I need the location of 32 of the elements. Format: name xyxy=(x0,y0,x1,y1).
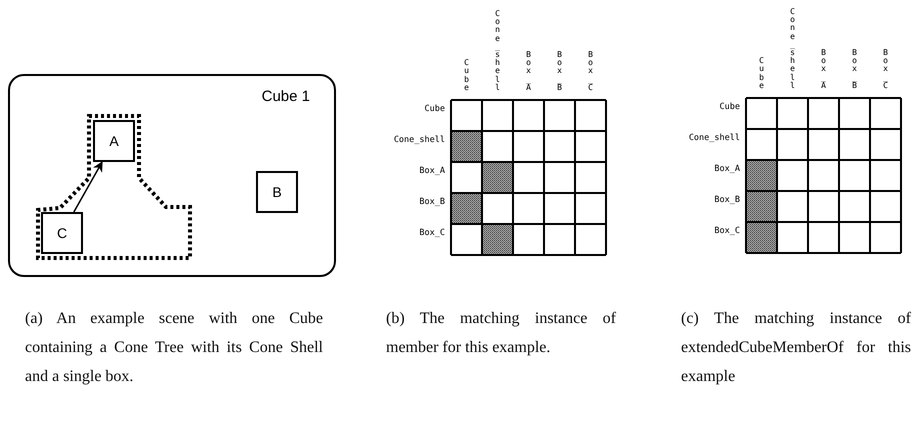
row-header: Box_B xyxy=(714,195,740,205)
column-header: Box_C xyxy=(882,48,889,90)
container-label: Cube 1 xyxy=(262,88,310,105)
box-label: C xyxy=(56,225,68,241)
box-label: A xyxy=(109,133,119,149)
box-label: B xyxy=(272,184,282,200)
column-header: Cube xyxy=(758,57,765,90)
row-header: Box_A xyxy=(714,164,740,174)
arrow xyxy=(73,161,103,212)
column-header: Cone_shell xyxy=(494,10,501,92)
box xyxy=(41,212,83,254)
row-header: Cone_shell xyxy=(688,133,740,143)
column-header: Box_B xyxy=(556,50,563,92)
row-header: Box_C xyxy=(714,226,740,236)
column-header: Box_A xyxy=(525,50,532,92)
box xyxy=(93,120,135,162)
row-header: Cube xyxy=(720,102,740,112)
row-header: Cone_shell xyxy=(394,135,445,145)
caption: (c) The matching instance of extendedCubeMemberOf for this example xyxy=(681,309,911,387)
row-header: Cube xyxy=(424,104,445,114)
column-header: Cube xyxy=(463,59,470,92)
row-header: Box_A xyxy=(419,166,445,176)
column-header: Cone_shell xyxy=(789,8,796,90)
column-header: Box_B xyxy=(851,48,858,90)
row-header: Box_C xyxy=(419,228,445,238)
cube-container xyxy=(8,74,336,277)
caption: (b) The matching instance of member for this example. xyxy=(386,309,616,358)
caption: (a) An example scene with one Cube containing a Cone Tree with its Cone Shell and a single box. xyxy=(25,309,323,387)
row-header: Box_B xyxy=(419,197,445,207)
column-header: Box_C xyxy=(587,50,594,92)
column-header: Box_A xyxy=(820,48,827,90)
box xyxy=(256,171,298,213)
